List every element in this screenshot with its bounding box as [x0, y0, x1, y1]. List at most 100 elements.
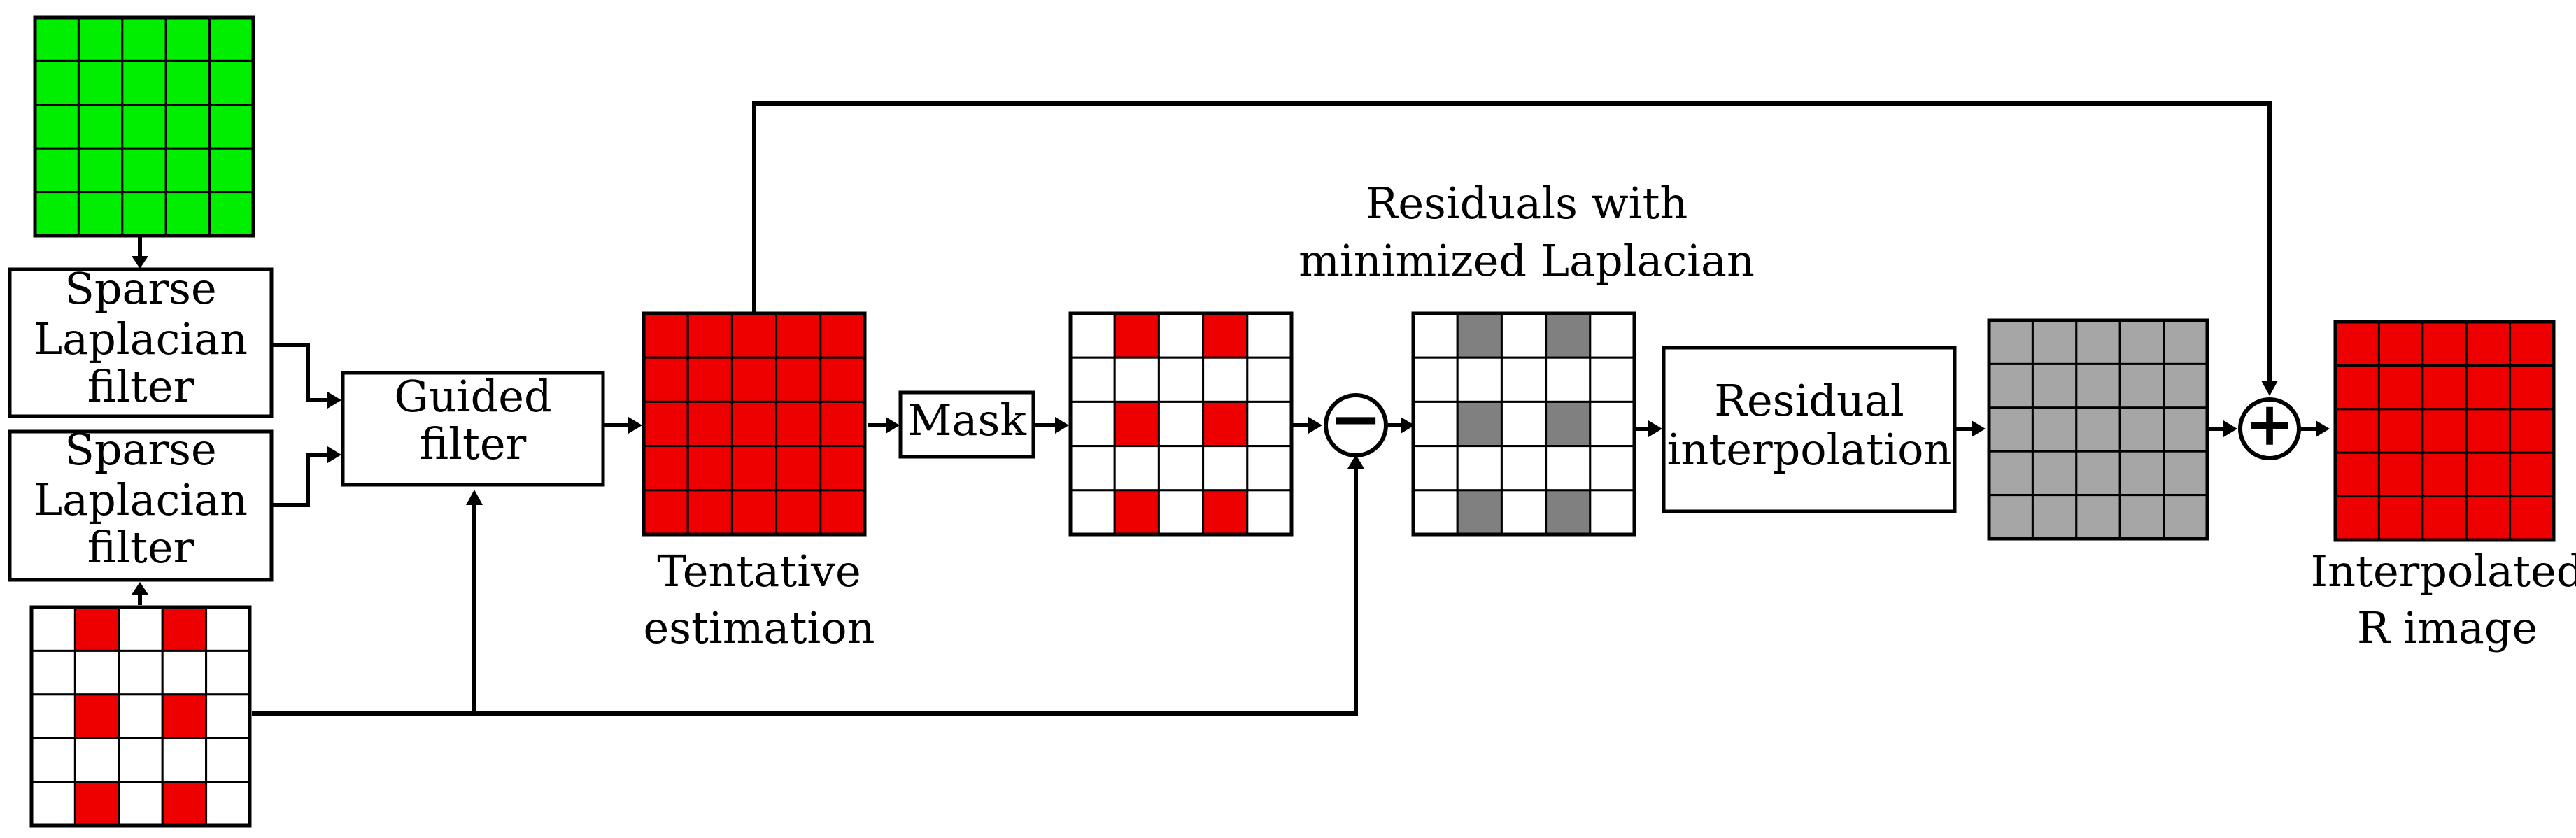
grid-cell	[1246, 400, 1293, 448]
masked-estimation-grid	[1068, 311, 1294, 537]
grid-cell	[2421, 495, 2468, 541]
grid-cell	[2421, 320, 2468, 367]
arrowhead	[2261, 381, 2278, 396]
grid-cell	[77, 104, 124, 150]
grid-cell	[77, 191, 124, 237]
grid-cell	[1456, 489, 1503, 536]
grid-cell	[775, 312, 822, 359]
grid-cell	[1202, 400, 1249, 448]
grid-cell	[1157, 356, 1205, 403]
grid-cell	[164, 104, 211, 150]
grid-cell	[1589, 356, 1636, 403]
grid-cell	[2075, 362, 2121, 409]
grid-cell	[819, 356, 866, 403]
grid-cell	[2031, 362, 2078, 409]
grid-cell	[2509, 451, 2555, 498]
grid-cell	[208, 104, 255, 150]
grid-cell	[2163, 406, 2209, 453]
grid-cell	[2334, 320, 2380, 367]
grid-cell	[118, 606, 164, 652]
grid-cell	[2421, 451, 2468, 498]
grid-cell	[1113, 400, 1160, 448]
red-sparse-input-grid	[29, 605, 252, 828]
grid-cell	[2334, 495, 2380, 541]
arrowhead	[327, 392, 341, 409]
grid-cell	[1069, 356, 1116, 403]
grid-cell	[2377, 495, 2424, 541]
sparse-top-line-1: Sparse	[64, 263, 216, 314]
grid-cell	[730, 312, 778, 359]
grid-cell	[1545, 445, 1592, 492]
grid-cell	[30, 737, 76, 783]
grid-cell	[205, 693, 251, 739]
guided-filter-box: Guided filter	[341, 371, 605, 487]
grid-cell	[775, 356, 822, 403]
grid-cell	[642, 400, 689, 448]
grid-cell	[1113, 489, 1160, 536]
grid-cell	[205, 737, 251, 783]
grid-cell	[2075, 494, 2121, 540]
grid-cell	[205, 781, 251, 827]
grid-cell	[730, 489, 778, 536]
subtract-symbol: −	[1329, 382, 1382, 456]
grid-cell	[121, 191, 167, 237]
grid-cell	[208, 16, 255, 62]
grid-cell	[2118, 362, 2165, 409]
grid-border	[1411, 311, 1636, 537]
grid-cell	[2118, 406, 2165, 453]
grid-cell	[2509, 364, 2555, 411]
grid-cell	[1988, 406, 2034, 453]
arrowhead	[886, 417, 900, 434]
grid-cell	[1545, 312, 1592, 359]
grid-cell	[730, 356, 778, 403]
grid-cell	[208, 147, 255, 194]
grid-cell	[1113, 356, 1160, 403]
residual-interpolation-box: Residual interpolation	[1662, 346, 1957, 513]
grid-cell	[1412, 489, 1459, 536]
interpolated-r-output-grid	[2333, 320, 2556, 542]
grid-cell	[2075, 319, 2121, 365]
grid-cell	[118, 649, 164, 696]
grid-cell	[30, 781, 76, 827]
grid-cell	[686, 312, 733, 359]
grid-cell	[164, 147, 211, 194]
grid-cell	[1500, 489, 1548, 536]
grid-cell	[34, 191, 80, 237]
grid-cell	[1202, 445, 1249, 492]
arrowhead	[132, 256, 148, 269]
sparse-laplacian-filter-top: Sparse Laplacian filter	[8, 263, 274, 418]
grid-cell	[775, 489, 822, 536]
grid-cell	[30, 606, 76, 652]
arrowhead	[1308, 417, 1322, 434]
grid-cell	[164, 16, 211, 62]
grid-cell	[642, 489, 689, 536]
arrowhead	[327, 446, 341, 463]
grid-cell	[205, 606, 251, 652]
grid-cell	[121, 59, 167, 106]
grid-cell	[1069, 312, 1116, 359]
grid-cell	[1456, 356, 1503, 403]
sparse-bottom-line-2: Laplacian	[34, 474, 248, 525]
grid-cell	[2118, 494, 2165, 540]
grid-cell	[2334, 408, 2380, 454]
grid-cell	[1202, 489, 1249, 536]
grid-cell	[1412, 312, 1459, 359]
add-operator: +	[2238, 389, 2301, 460]
grid-cell	[2163, 362, 2209, 409]
grid-cell	[1456, 400, 1503, 448]
grid-cell	[208, 191, 255, 237]
grid-cell	[1545, 356, 1592, 403]
grid-cell	[161, 693, 208, 739]
grid-cell	[2509, 408, 2555, 454]
grid-cell	[775, 400, 822, 448]
grid-cell	[2465, 320, 2512, 367]
grid-cell	[1202, 356, 1249, 403]
grid-border	[33, 15, 255, 238]
grid-cell	[819, 489, 866, 536]
grid-cell	[642, 356, 689, 403]
grid-cell	[642, 445, 689, 492]
residual-interp-line-2: interpolation	[1667, 424, 1952, 475]
grid-cell	[2163, 319, 2209, 365]
grid-cell	[1246, 356, 1293, 403]
grid-cell	[1113, 445, 1160, 492]
